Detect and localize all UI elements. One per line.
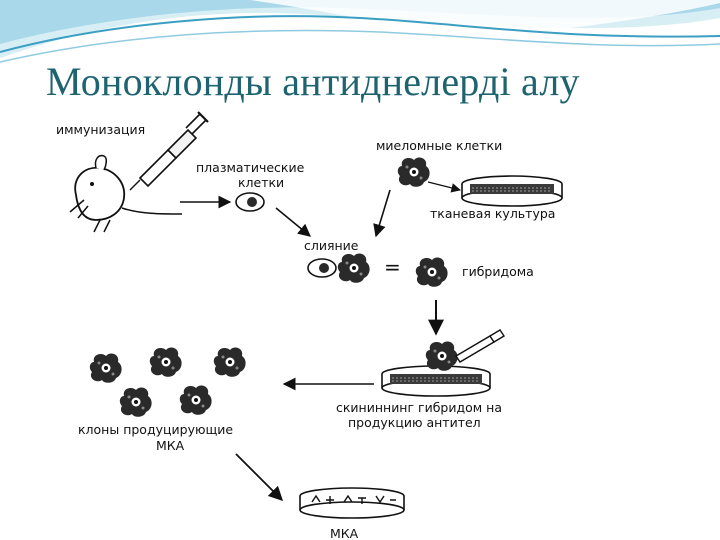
- screening-label-line1: скининнинг гибридом на: [336, 400, 502, 415]
- myeloma-cells-label: миеломные клетки: [376, 138, 502, 153]
- tissue-culture-label: тканевая культура: [430, 206, 555, 221]
- plasma-cells-label-line1: плазматические: [196, 160, 305, 175]
- pipette-icon: [455, 329, 505, 363]
- syringe-icon: [129, 111, 209, 191]
- hybridoma-cell-icon: [415, 257, 448, 287]
- clones-label-line2: МКА: [156, 438, 185, 453]
- fusion-label: слияние: [304, 238, 359, 253]
- arrow-myeloma-to-dish: [427, 181, 461, 193]
- mka-label: МКА: [330, 526, 359, 540]
- clone-cells-cluster: [89, 347, 246, 417]
- myeloma-cell-icon: [397, 157, 430, 187]
- tissue-culture-dish-icon: [461, 175, 563, 207]
- clones-label-line1: клоны продуцирующие: [78, 422, 233, 437]
- clone-cell-icon: [149, 347, 182, 377]
- plasma-cell-icon: [235, 192, 265, 212]
- slide-title: Моноклонды антиднелерді алу: [46, 59, 580, 104]
- fusion-cells-icon: [307, 258, 337, 278]
- mka-dish-icon: [299, 487, 405, 519]
- arrow-clones-to-mka: [235, 453, 284, 502]
- arrow-plasma-to-fusion: [275, 207, 311, 237]
- clone-cell-icon: [119, 387, 152, 417]
- equals-sign: =: [384, 255, 401, 279]
- clone-cell-icon: [213, 347, 246, 377]
- hybridoma-label: гибридома: [462, 264, 534, 279]
- header-wave-decoration: [0, 0, 720, 63]
- plasma-cells-label-line2: клетки: [238, 175, 284, 190]
- immunization-label: иммунизация: [56, 122, 145, 137]
- clone-cell-icon: [89, 353, 122, 383]
- arrow-myeloma-to-fusion: [373, 189, 391, 238]
- clone-cell-icon: [179, 385, 212, 415]
- fusion-myeloma-cell-icon: [337, 253, 370, 283]
- mouse-icon: [69, 154, 183, 233]
- screening-label-line2: продукцию антител: [348, 415, 481, 430]
- screening-dish-icon: [381, 365, 491, 397]
